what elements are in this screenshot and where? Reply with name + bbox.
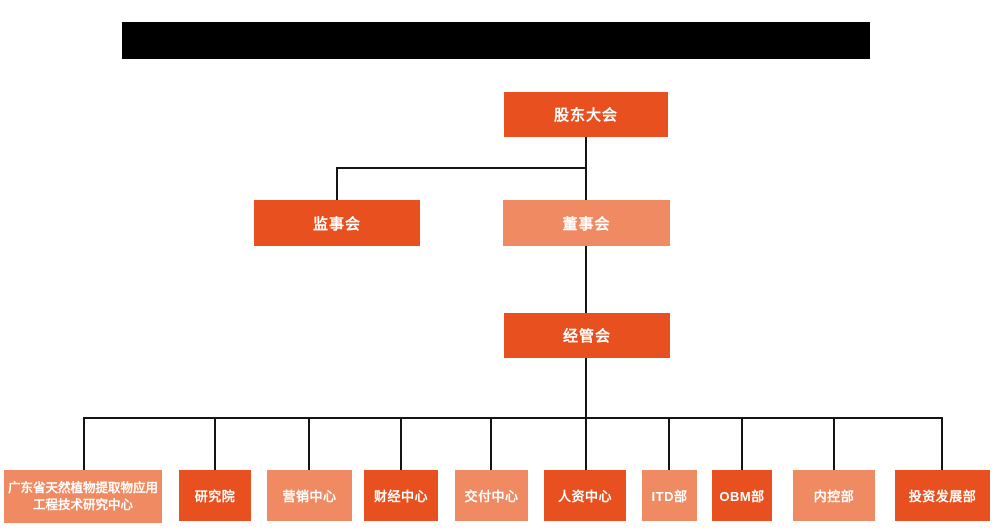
connector-drop-itd-dept [668,417,670,470]
connector-drop-research-center [83,417,85,470]
masked-title-bar [122,22,870,59]
org-node-obm-department: OBM部 [712,470,772,521]
connector-management-to-bus [585,358,587,418]
connector-root-down [585,137,587,201]
org-node-guangdong-plant-extract-research-center: 广东省天然植物提取物应用工程技术研究中心 [4,470,162,523]
org-node-finance-center: 财经中心 [364,470,438,521]
org-node-management-committee: 经管会 [504,313,670,358]
org-node-delivery-center: 交付中心 [455,470,528,521]
org-node-internal-control-department: 内控部 [793,470,875,521]
org-node-supervisory-board: 监事会 [254,200,420,246]
org-node-research-institute: 研究院 [179,470,251,521]
connector-drop-finance-center [400,417,402,470]
connector-level2-branch [336,167,587,169]
connector-drop-obm-dept [741,417,743,470]
org-node-board-of-directors: 董事会 [503,200,670,246]
connector-drop-investment-dev [941,417,943,470]
org-node-itd-department: ITD部 [642,470,697,521]
org-node-investment-development-department: 投资发展部 [895,470,990,521]
connector-board-to-management [585,246,587,313]
connector-drop-internal-control [833,417,835,470]
connector-department-bus [83,417,943,419]
connector-supervisory-drop [336,167,338,200]
org-node-marketing-center: 营销中心 [267,470,352,521]
connector-drop-marketing-center [308,417,310,470]
connector-drop-hr-center [585,417,587,470]
org-node-hr-center: 人资中心 [544,470,626,521]
connector-drop-research-institute [214,417,216,470]
connector-drop-delivery-center [490,417,492,470]
org-node-shareholders-meeting: 股东大会 [504,92,668,137]
